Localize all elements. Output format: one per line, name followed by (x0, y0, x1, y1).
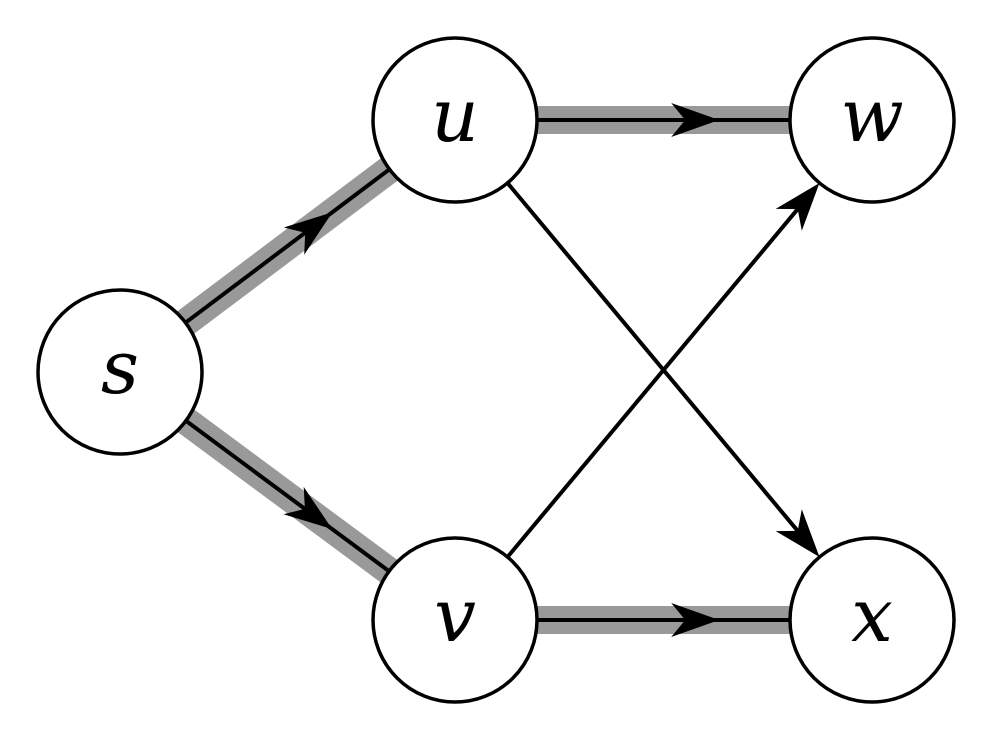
node-layer: s u v w x (36, 36, 956, 704)
node-label-x: x (851, 573, 893, 659)
node-circle-s (36, 288, 204, 456)
edge-layer (184, 103, 820, 637)
arrowhead-s-v (283, 486, 333, 530)
node-circle-w (788, 36, 956, 204)
node-label-w: w (840, 73, 903, 159)
arrowhead-u-x (775, 509, 820, 557)
edge-u-x (505, 181, 800, 533)
arrowhead-v-x (671, 603, 720, 637)
node-circle-v (371, 536, 539, 704)
arrowhead-s-u (283, 212, 333, 255)
node-w: w (788, 36, 956, 204)
node-label-s: s (101, 325, 139, 411)
node-x: x (788, 536, 956, 704)
node-u: u (371, 36, 539, 204)
edge-v-w (505, 207, 800, 559)
arrowhead-u-w (671, 103, 720, 137)
arrowhead-v-w (775, 183, 820, 231)
node-circle-u (371, 36, 539, 204)
edge-s-v (184, 419, 391, 573)
node-v: v (371, 536, 539, 704)
node-label-v: v (434, 573, 476, 659)
edge-s-u (184, 167, 391, 325)
node-s: s (36, 288, 204, 456)
node-circle-x (788, 536, 956, 704)
node-label-u: u (431, 73, 479, 159)
